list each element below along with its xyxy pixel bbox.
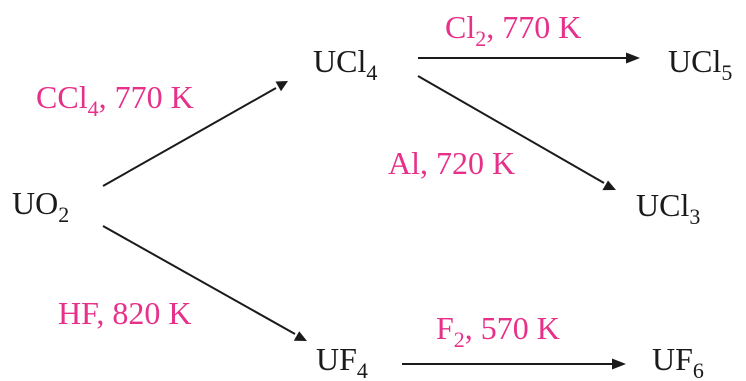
condition-ucl4-to-ucl5-sub: 2	[475, 26, 486, 51]
condition-uo2-to-ucl4: CCl4, 770 K	[36, 79, 194, 121]
condition-ucl4-to-ucl3-reagent: Al, 720 K	[388, 145, 515, 181]
condition-uf4-to-uf6-sub: 2	[454, 327, 465, 352]
species-uf6: UF6	[652, 341, 704, 381]
condition-uo2-to-ucl4-sub: 4	[88, 96, 99, 121]
condition-uo2-to-uf4: HF, 820 K	[58, 295, 191, 331]
species-ucl4-sub: 4	[366, 60, 377, 85]
arrow-ucl4-to-ucl3	[417, 75, 616, 191]
species-uf4-sub: 4	[357, 358, 368, 381]
species-ucl5-base: UCl	[668, 43, 721, 79]
species-uf6-sub: 6	[693, 358, 704, 381]
arrow-uo2-to-ucl4	[102, 81, 288, 187]
species-ucl4: UCl4	[313, 43, 377, 85]
species-uo2-base: UO	[12, 185, 58, 221]
species-ucl5: UCl5	[668, 43, 732, 85]
condition-uo2-to-ucl4-rest: , 770 K	[99, 79, 194, 115]
condition-ucl4-to-ucl5-rest: , 770 K	[486, 9, 581, 45]
condition-uo2-to-ucl4-reagent: CCl	[36, 79, 88, 115]
arrow-uf4-to-uf6	[402, 358, 626, 370]
condition-ucl4-to-ucl3: Al, 720 K	[388, 145, 515, 181]
condition-uf4-to-uf6-reagent: F	[436, 310, 454, 346]
species-uo2-sub: 2	[58, 202, 69, 227]
species-uf4-base: UF	[316, 341, 357, 377]
species-ucl3: UCl3	[636, 187, 700, 229]
species-uf6-base: UF	[652, 341, 693, 377]
arrow-uo2-to-uf4	[102, 225, 307, 341]
condition-uf4-to-uf6: F2, 570 K	[436, 310, 560, 352]
species-uf4: UF4	[316, 341, 368, 381]
condition-ucl4-to-ucl5: Cl2, 770 K	[445, 9, 581, 51]
condition-uo2-to-uf4-reagent: HF, 820 K	[58, 295, 191, 331]
species-uo2: UO2	[12, 185, 69, 227]
condition-uf4-to-uf6-rest: , 570 K	[465, 310, 560, 346]
species-ucl3-sub: 3	[689, 204, 700, 229]
condition-ucl4-to-ucl5-reagent: Cl	[445, 9, 475, 45]
species-ucl5-sub: 5	[721, 60, 732, 85]
arrow-ucl4-to-ucl5	[418, 52, 640, 64]
species-ucl3-base: UCl	[636, 187, 689, 223]
species-ucl4-base: UCl	[313, 43, 366, 79]
